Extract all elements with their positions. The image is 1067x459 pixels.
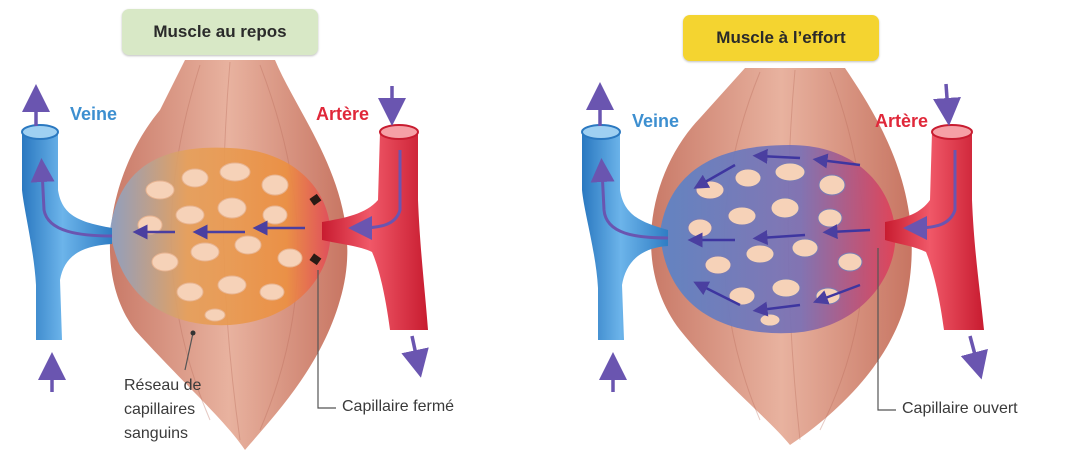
vein-label-effort: Veine bbox=[632, 111, 679, 132]
closed-capillary-label: Capillaire fermé bbox=[342, 398, 454, 416]
vein-label-rest: Veine bbox=[70, 104, 117, 125]
title-muscle-effort: Muscle à l’effort bbox=[683, 15, 879, 61]
capillary-network-label-line2: capillaires bbox=[124, 398, 201, 422]
capillary-network-label-line1: Réseau de bbox=[124, 374, 201, 398]
artery-label-rest: Artère bbox=[316, 104, 369, 125]
open-capillary-label: Capillaire ouvert bbox=[902, 400, 1018, 418]
artery-label-effort: Artère bbox=[875, 111, 928, 132]
capillary-network-label-line3: sanguins bbox=[124, 422, 201, 446]
title-muscle-rest: Muscle au repos bbox=[122, 9, 318, 55]
capillary-network-label: Réseau de capillaires sanguins bbox=[124, 374, 201, 446]
